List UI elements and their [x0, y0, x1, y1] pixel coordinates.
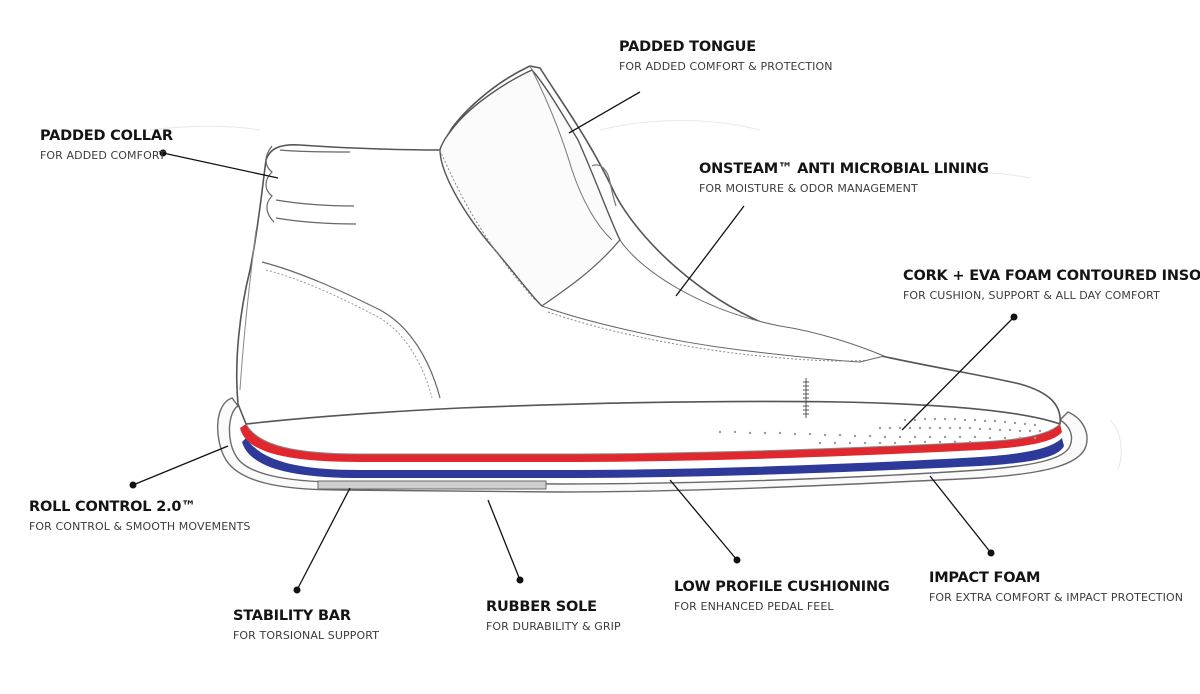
padded-tongue-title: PADDED TONGUE: [619, 39, 756, 55]
tongue-panel: [439, 69, 621, 307]
tongue-inner-line: [529, 65, 613, 241]
insole-perforations: [718, 417, 1042, 445]
rubber-sole-subtitle: FOR DURABILITY & GRIP: [486, 620, 621, 633]
vamp-stitch: [547, 311, 871, 362]
callout-impact-foam: IMPACT FOAM FOR EXTRA COMFORT & IMPACT P…: [929, 569, 1183, 605]
insole-title: CORK + EVA FOAM CONTOURED INSOLE: [903, 268, 1200, 284]
impact-foam-subtitle: FOR EXTRA COMFORT & IMPACT PROTECTION: [929, 591, 1184, 604]
impact-foam-layer: [242, 438, 1064, 478]
roll-control-title: ROLL CONTROL 2.0™: [29, 499, 196, 515]
cushioning-title: LOW PROFILE CUSHIONING: [674, 579, 890, 595]
callout-padded-collar: PADDED COLLAR FOR ADDED COMFORT: [40, 127, 173, 163]
shoe-upper: [235, 65, 1061, 425]
cushion-layer: [240, 424, 1062, 462]
rubber-sole-title: RUBBER SOLE: [486, 599, 597, 615]
zipper: [803, 378, 809, 418]
eyestay-line: [439, 149, 536, 301]
callout-anti-microbial-lining: ONSTEAM™ ANTI MICROBIAL LINING FOR MOIST…: [699, 160, 989, 196]
tongue-pull-loop: [591, 164, 617, 207]
heel-tab: [239, 229, 257, 391]
lining-subtitle: FOR MOISTURE & ODOR MANAGEMENT: [699, 182, 918, 195]
padded-tongue-subtitle: FOR ADDED COMFORT & PROTECTION: [619, 60, 833, 73]
stability-bar-subtitle: FOR TORSIONAL SUPPORT: [233, 629, 380, 642]
callout-rubber-sole: RUBBER SOLE FOR DURABILITY & GRIP: [486, 598, 621, 634]
vamp-panel: [540, 239, 886, 363]
cushioning-subtitle: FOR ENHANCED PEDAL FEEL: [674, 600, 834, 613]
leader-dots: [129, 149, 1018, 594]
impact-foam-title: IMPACT FOAM: [929, 570, 1041, 586]
padded-collar-title: PADDED COLLAR: [40, 128, 173, 144]
leader-lines: [132, 91, 1015, 591]
callout-low-profile-cushioning: LOW PROFILE CUSHIONING FOR ENHANCED PEDA…: [674, 578, 890, 614]
callout-stability-bar: STABILITY BAR FOR TORSIONAL SUPPORT: [233, 607, 379, 643]
callout-padded-tongue: PADDED TONGUE FOR ADDED COMFORT & PROTEC…: [619, 38, 833, 74]
roll-control-subtitle: FOR CONTROL & SMOOTH MOVEMENTS: [29, 520, 251, 533]
padded-collar-subtitle: FOR ADDED COMFORT: [40, 149, 166, 162]
callout-insole: CORK + EVA FOAM CONTOURED INSOLE FOR CUS…: [903, 267, 1200, 303]
quarter-stitch: [265, 269, 433, 399]
lining-title: ONSTEAM™ ANTI MICROBIAL LINING: [699, 161, 989, 177]
quarter-line: [261, 261, 441, 399]
stability-bar-title: STABILITY BAR: [233, 608, 351, 624]
callout-roll-control: ROLL CONTROL 2.0™ FOR CONTROL & SMOOTH M…: [29, 498, 251, 534]
collar-ribs: [265, 145, 357, 225]
stability-bar-shape: [317, 480, 547, 490]
insole-subtitle: FOR CUSHION, SUPPORT & ALL DAY COMFORT: [903, 289, 1160, 302]
